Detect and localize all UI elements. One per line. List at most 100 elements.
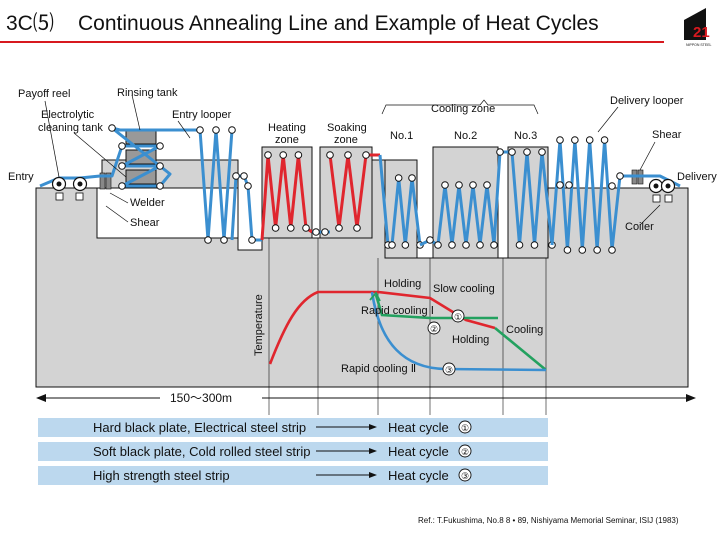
roller [212,126,220,134]
length-dimension: 150～300m [36,391,696,405]
slide-code: 3C⑸ [6,12,54,35]
label-shear-left: Shear [130,217,160,229]
arrow-right-icon [369,424,377,430]
roller [441,181,449,189]
roller [232,172,240,180]
roller [515,241,524,249]
roller [118,182,126,190]
roller [426,236,434,244]
roller [264,151,272,159]
roller [108,124,116,132]
roller [118,162,126,170]
roller [593,246,601,254]
svg-text:①: ① [454,312,462,322]
roller [156,142,164,150]
label-soaking-zone-1: Soaking [327,122,367,134]
roller [476,241,484,249]
roller [496,148,504,156]
label-entry: Entry [8,171,34,183]
product-name: Hard black plate, Electrical steel strip [93,420,306,435]
label-welder: Welder [130,197,165,209]
label-cooling: Cooling [506,324,543,336]
welder-unit-right [105,172,112,190]
roller [302,224,310,232]
roller [462,241,470,249]
arrow-left-icon [36,394,46,402]
roller [294,151,303,159]
label-cooling-no3: No.3 [514,130,537,142]
heat-cycle-marker: ② [461,447,469,457]
roller [271,224,280,232]
payoff-stand-1 [55,192,64,201]
zone-divider-lines [268,238,547,415]
roller [608,182,616,190]
equipment-layout: Payoff reel Rinsing tank Electrolytic cl… [8,87,717,388]
product-name: Soft black plate, Cold rolled steel stri… [93,444,311,459]
roller [469,181,477,189]
roller [608,246,616,254]
arrow-right-icon [369,472,377,478]
roller [585,136,594,144]
curve-branch-arrow [369,291,381,302]
heat-cycle-chart: Temperature Holding Slow cooling Rapid c… [253,238,547,415]
roller [434,241,442,249]
product-row-1: Hard black plate, Electrical steel strip… [38,418,548,437]
strip-path-layer [39,124,681,254]
roller [118,142,126,150]
label-rapid-cooling-2: Rapid cooling Ⅱ [341,363,416,375]
roller [401,241,410,249]
roller [448,241,456,249]
roller [600,136,609,144]
coiler-stand-2 [664,194,673,203]
roller [248,236,256,244]
label-soaking-zone-2: zone [334,134,358,146]
roller [240,172,248,180]
curve-cycle-1-slow-cooling [377,290,496,330]
label-cleaning-tank: cleaning tank [38,122,103,134]
roller [353,224,361,232]
label-delivery: Delivery [677,171,717,183]
arrow-right-icon [369,448,377,454]
marker-cycle-1: ① [451,309,465,323]
roller [578,246,587,254]
roller [483,181,491,189]
heat-cycle-label: Heat cycle [388,444,449,459]
roller [565,181,573,189]
svg-text:②: ② [430,324,438,334]
roller [344,151,352,159]
coiler-reel-2 [660,178,676,194]
roller [616,172,624,180]
coiler-stand-1 [652,194,661,203]
label-slow-cooling: Slow cooling [433,283,495,295]
curve-heating-holding [268,290,378,365]
reference-citation: Ref.: T.Fukushima, No.8 8 • 89, Nishiyam… [418,516,679,525]
product-name: High strength steel strip [93,468,230,483]
coiler-reel-1 [648,178,664,194]
label-heating-zone-2: zone [275,134,299,146]
heat-cycle-label: Heat cycle [388,468,449,483]
roller [394,174,403,182]
roller [312,228,320,236]
marker-cycle-3: ③ [442,362,456,376]
logo-text: NIPPON STEEL [686,43,712,47]
label-electrolytic: Electrolytic [41,109,95,121]
roller [335,224,343,232]
product-row-2: Soft black plate, Cold rolled steel stri… [38,442,548,461]
label-shear-right: Shear [652,129,682,141]
roller [244,182,252,190]
roller [326,151,334,159]
roller [220,236,228,244]
payoff-stand-2 [75,192,84,201]
roller [321,228,329,236]
arrow-right-icon [686,394,696,402]
label-delivery-looper: Delivery looper [610,95,684,107]
label-cooling-no2: No.2 [454,130,477,142]
welder-unit-left [99,172,106,190]
label-rinsing-tank: Rinsing tank [117,87,178,99]
roller [530,241,539,249]
roller [490,241,498,249]
roller [228,126,236,134]
leader-lines [44,94,661,226]
